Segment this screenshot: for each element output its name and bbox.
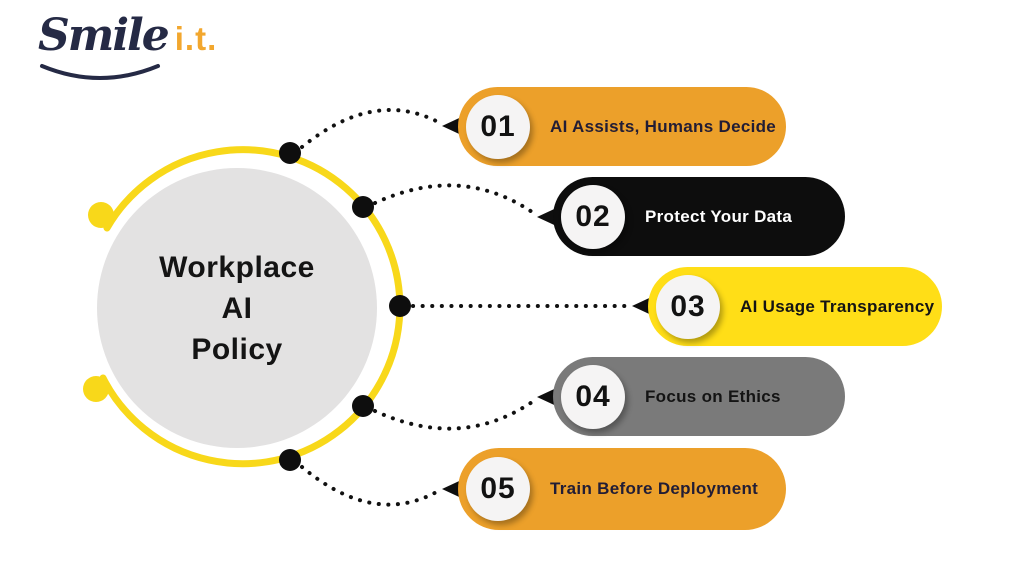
center-topic-circle: Workplace AI Policy xyxy=(97,168,377,448)
item-label-01: AI Assists, Humans Decide xyxy=(550,116,777,136)
logo-brand-text: Smile xyxy=(38,10,170,61)
item-label-05: Train Before Deployment xyxy=(550,479,759,498)
node-dot-2 xyxy=(352,196,374,218)
policy-item-04: 04 Focus on Ethics xyxy=(553,357,845,436)
arc-end-dot-bottom xyxy=(83,376,109,402)
item-number-badge-04: 04 xyxy=(561,364,625,429)
item-number-badge-02: 02 xyxy=(561,184,625,249)
center-title-line-2: AI xyxy=(221,291,253,325)
node-dot-1 xyxy=(279,142,301,164)
node-dot-3 xyxy=(389,295,411,317)
connector-line-4 xyxy=(373,398,537,431)
policy-item-05: 05 Train Before Deployment xyxy=(458,448,786,530)
item-number-badge-05: 05 xyxy=(466,457,530,521)
item-number-badge-03: 03 xyxy=(656,274,720,339)
node-dot-4 xyxy=(352,395,374,417)
logo-swoosh-underline xyxy=(40,64,160,80)
item-number-01: 01 xyxy=(480,109,516,143)
policy-item-03: 03 AI Usage Transparency xyxy=(648,267,942,346)
item-number-05: 05 xyxy=(480,472,516,505)
item-number-04: 04 xyxy=(575,379,611,413)
center-title-line-3: Policy xyxy=(191,332,283,366)
arc-end-dot-top xyxy=(88,202,114,228)
item-label-02: Protect Your Data xyxy=(645,206,793,226)
connector-line-5 xyxy=(300,465,442,507)
item-label-03: AI Usage Transparency xyxy=(740,296,935,316)
item-number-02: 02 xyxy=(575,199,611,233)
center-title-line-1: Workplace xyxy=(159,250,315,284)
node-dot-5 xyxy=(279,449,301,471)
smile-it-logo: Smile i.t. xyxy=(38,10,216,94)
connector-line-1 xyxy=(300,107,442,149)
policy-item-02: 02 Protect Your Data xyxy=(553,177,845,256)
item-number-03: 03 xyxy=(670,289,706,323)
policy-item-01: 01 AI Assists, Humans Decide xyxy=(458,87,786,166)
logo-suffix-text: i.t. xyxy=(174,20,218,57)
connector-line-2 xyxy=(373,183,537,216)
item-number-badge-01: 01 xyxy=(466,94,530,159)
item-label-04: Focus on Ethics xyxy=(645,386,781,406)
